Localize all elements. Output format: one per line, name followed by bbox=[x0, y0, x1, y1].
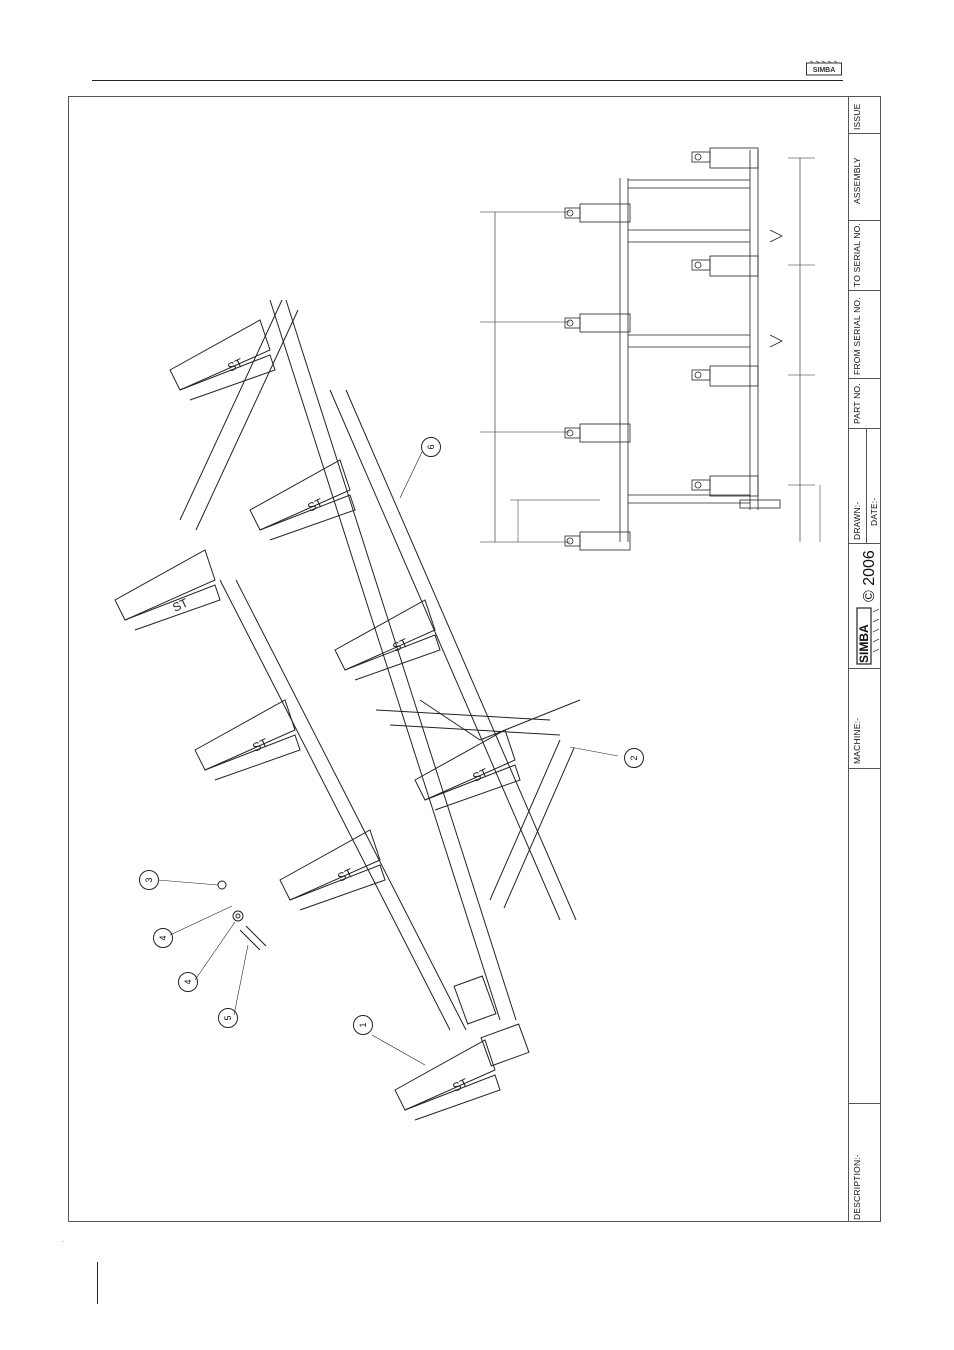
tine-assembly: ST bbox=[415, 730, 520, 810]
tine-assembly: ST bbox=[250, 460, 355, 540]
simba-logo-header-text: SIMBA bbox=[813, 67, 836, 74]
tine-label: ST bbox=[250, 735, 270, 754]
tb-rule bbox=[848, 133, 881, 134]
plan-tine-right bbox=[692, 148, 758, 168]
callout-5: 5 bbox=[218, 1008, 238, 1028]
tine-assembly: ST bbox=[195, 700, 300, 780]
tine-label: ST bbox=[450, 1075, 470, 1094]
tine-assembly: ST bbox=[170, 320, 275, 400]
tb-rule bbox=[866, 428, 867, 543]
isometric-exploded-view: ST ST ST ST ST ST ST ST bbox=[100, 280, 660, 1160]
tine-label: ST bbox=[390, 635, 410, 654]
tine-assembly: ST bbox=[115, 550, 220, 630]
tb-rule bbox=[848, 1103, 881, 1104]
label-from-serial: FROM SERIAL NO. bbox=[852, 297, 862, 375]
tine-label: ST bbox=[225, 355, 245, 374]
tine-assembly-exploded: ST bbox=[395, 1024, 529, 1120]
label-part-no: PART NO. bbox=[852, 383, 862, 424]
copyright-text: © 2006 bbox=[861, 550, 879, 602]
tb-rule bbox=[848, 290, 881, 291]
plan-tine-right bbox=[692, 366, 758, 386]
label-date: DATE:- bbox=[869, 498, 879, 526]
page-mark: . bbox=[62, 1238, 64, 1244]
label-to-serial: TO SERIAL NO. bbox=[852, 223, 862, 287]
callout-1: 1 bbox=[353, 1015, 373, 1035]
tine-label: ST bbox=[335, 865, 355, 884]
callout-6: 6 bbox=[421, 437, 441, 457]
fasteners bbox=[218, 881, 266, 950]
tb-rule bbox=[848, 543, 881, 544]
callout-4b: 4 bbox=[178, 972, 198, 992]
tine-assembly: ST bbox=[335, 600, 440, 680]
plan-tine-right bbox=[692, 256, 758, 276]
tine-label: ST bbox=[305, 495, 325, 514]
label-assembly: ASSEMBLY bbox=[852, 157, 862, 204]
label-issue: ISSUE bbox=[852, 103, 862, 130]
tine-assembly: ST bbox=[280, 830, 385, 910]
callout-4a: 4 bbox=[153, 928, 173, 948]
footer-rule bbox=[97, 1262, 98, 1304]
label-description: DESCRIPTION:- bbox=[852, 1154, 862, 1220]
tb-rule bbox=[848, 668, 881, 669]
callout-3: 3 bbox=[139, 870, 159, 890]
simba-logo-header: SIMBA bbox=[806, 60, 842, 76]
callout-leaders bbox=[158, 452, 618, 1065]
tb-rule bbox=[848, 428, 881, 429]
callout-2: 2 bbox=[624, 748, 644, 768]
label-drawn: DRAWN:- bbox=[852, 502, 862, 540]
tb-rule bbox=[848, 220, 881, 221]
header-rule bbox=[92, 80, 843, 81]
tb-rule bbox=[848, 768, 881, 769]
simba-logo-titleblock: SIMBA bbox=[849, 606, 881, 666]
label-machine: MACHINE:- bbox=[852, 718, 862, 764]
tb-rule bbox=[848, 378, 881, 379]
tine-label: ST bbox=[470, 765, 490, 784]
simba-logo-titleblock-text: SIMBA bbox=[857, 624, 871, 663]
